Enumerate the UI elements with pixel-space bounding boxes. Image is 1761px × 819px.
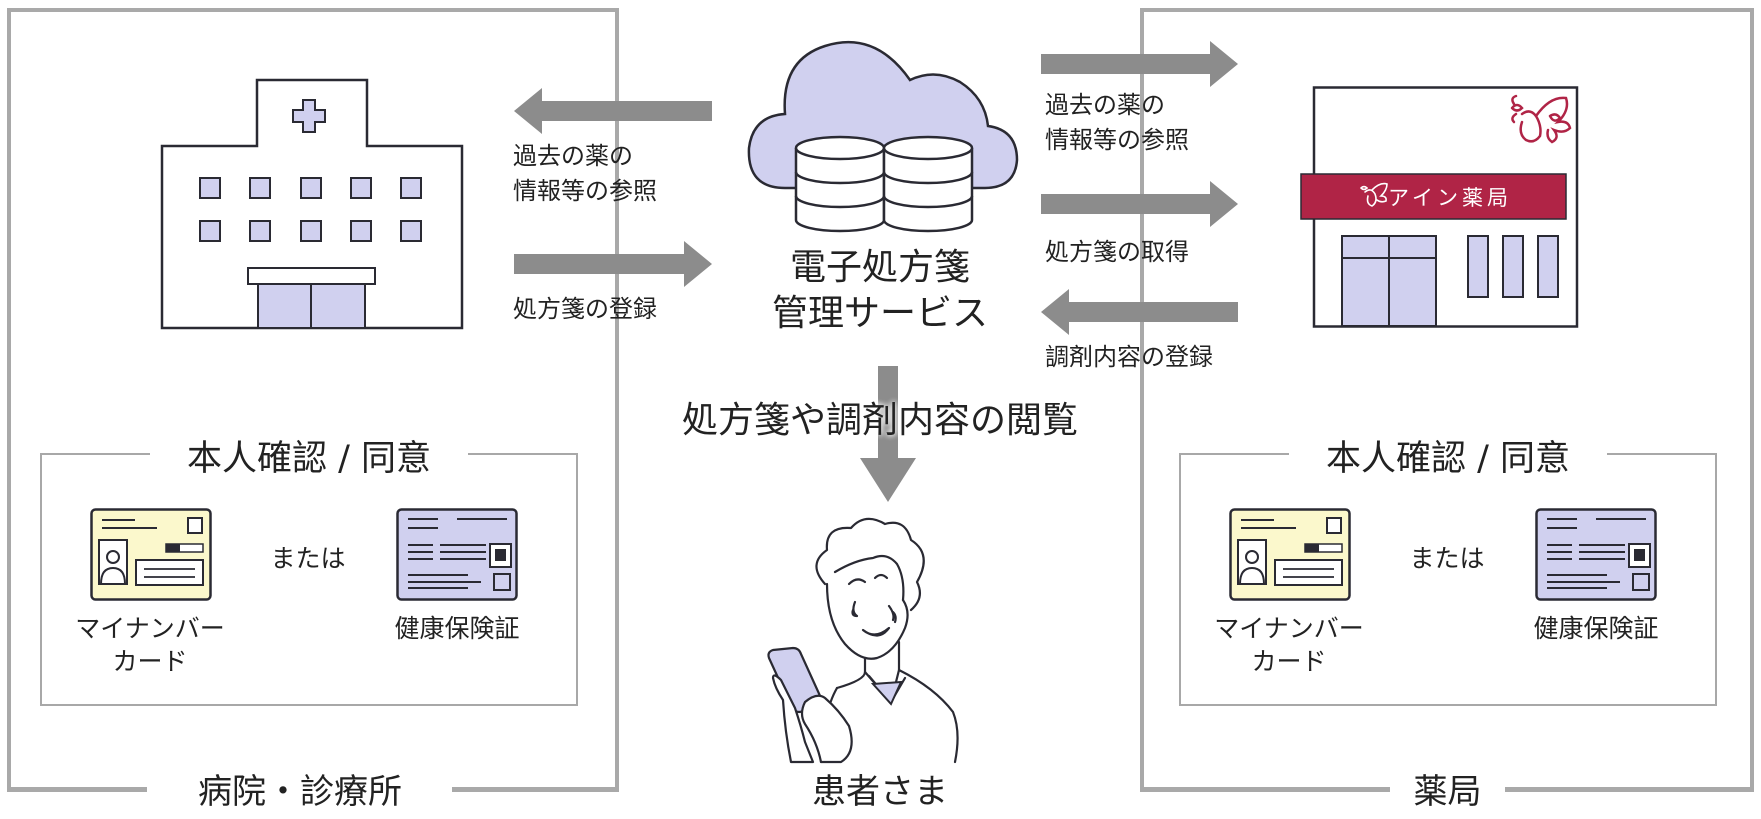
pharmacy-frame-label: 薬局 xyxy=(1395,764,1500,813)
hospital-frame-bottom-right xyxy=(452,787,619,792)
hospital-arrow1-label: 過去の薬の 情報等の参照 xyxy=(513,139,657,209)
pharmacy-verification-box xyxy=(1179,453,1717,706)
health-insurance-card-icon xyxy=(396,508,518,601)
hospital-verification-top-right xyxy=(468,453,578,455)
hospital-arrow2-label: 処方箋の登録 xyxy=(513,295,657,323)
pharmacy-card1-label: マイナンバー カード xyxy=(1209,612,1369,678)
my-number-card-icon xyxy=(90,508,212,601)
pharmacy-verification-top-left xyxy=(1179,453,1289,455)
card1-label-line1: マイナンバー xyxy=(75,614,225,643)
hospital-card1-label: マイナンバー カード xyxy=(70,612,230,678)
hospital-building-icon xyxy=(160,78,464,330)
card1-label-line1: マイナンバー xyxy=(1214,614,1364,643)
arrow-label-line2: 情報等の参照 xyxy=(1045,126,1189,154)
health-insurance-card-icon xyxy=(1535,508,1657,601)
arrow-left-icon xyxy=(1041,289,1238,335)
card1-label-line2: カード xyxy=(112,647,188,676)
pharmacy-frame xyxy=(1140,8,1754,792)
patient-with-tablet-icon xyxy=(767,517,959,764)
arrow-label-line1: 過去の薬の xyxy=(1045,91,1165,119)
pharmacy-verification-title: 本人確認 / 同意 xyxy=(1325,439,1571,479)
pharmacy-frame-bottom-right xyxy=(1505,787,1754,792)
pharmacy-sign-text: アイン薬局 xyxy=(1388,186,1512,210)
hospital-card2-label: 健康保険証 xyxy=(394,614,520,643)
arrow-left-icon xyxy=(514,88,712,134)
pharmacy-arrow1-label: 過去の薬の 情報等の参照 xyxy=(1045,88,1189,158)
my-number-card-icon xyxy=(1229,508,1351,601)
card1-label-line2: カード xyxy=(1251,647,1327,676)
patient-view-label: 処方箋や調剤内容の閲覧 xyxy=(681,400,1078,441)
pharmacy-or-text: または xyxy=(1409,544,1485,573)
pharmacy-verification-top-right xyxy=(1607,453,1717,455)
hospital-or-text: または xyxy=(270,544,346,573)
hospital-verification-box xyxy=(40,453,578,706)
cloud-database-icon xyxy=(747,40,1019,233)
patient-label: 患者さま xyxy=(812,772,948,812)
service-title-line1: 電子処方箋 xyxy=(789,247,970,288)
arrow-right-icon xyxy=(514,241,712,287)
arrow-down-icon xyxy=(860,366,916,502)
pharmacy-arrow2-label: 処方箋の取得 xyxy=(1045,238,1189,266)
hospital-frame xyxy=(7,8,619,792)
service-title-line2: 管理サービス xyxy=(771,293,988,334)
pharmacy-arrow3-label: 調剤内容の登録 xyxy=(1045,343,1213,371)
hospital-frame-bottom-left xyxy=(7,787,147,792)
arrow-right-icon xyxy=(1041,41,1238,87)
hospital-frame-label: 病院・診療所 xyxy=(165,764,435,813)
hospital-verification-top-left xyxy=(40,453,150,455)
service-title: 電子処方箋 管理サービス xyxy=(740,245,1020,337)
arrow-right-icon xyxy=(1041,181,1238,227)
pharmacy-card2-label: 健康保険証 xyxy=(1533,614,1659,643)
arrow-label-line2: 情報等の参照 xyxy=(513,177,657,205)
pharmacy-frame-bottom-left xyxy=(1140,787,1390,792)
arrow-label-line1: 過去の薬の xyxy=(513,142,633,170)
pharmacy-building-icon: アイン薬局 xyxy=(1300,86,1579,328)
hospital-verification-title: 本人確認 / 同意 xyxy=(186,439,432,479)
